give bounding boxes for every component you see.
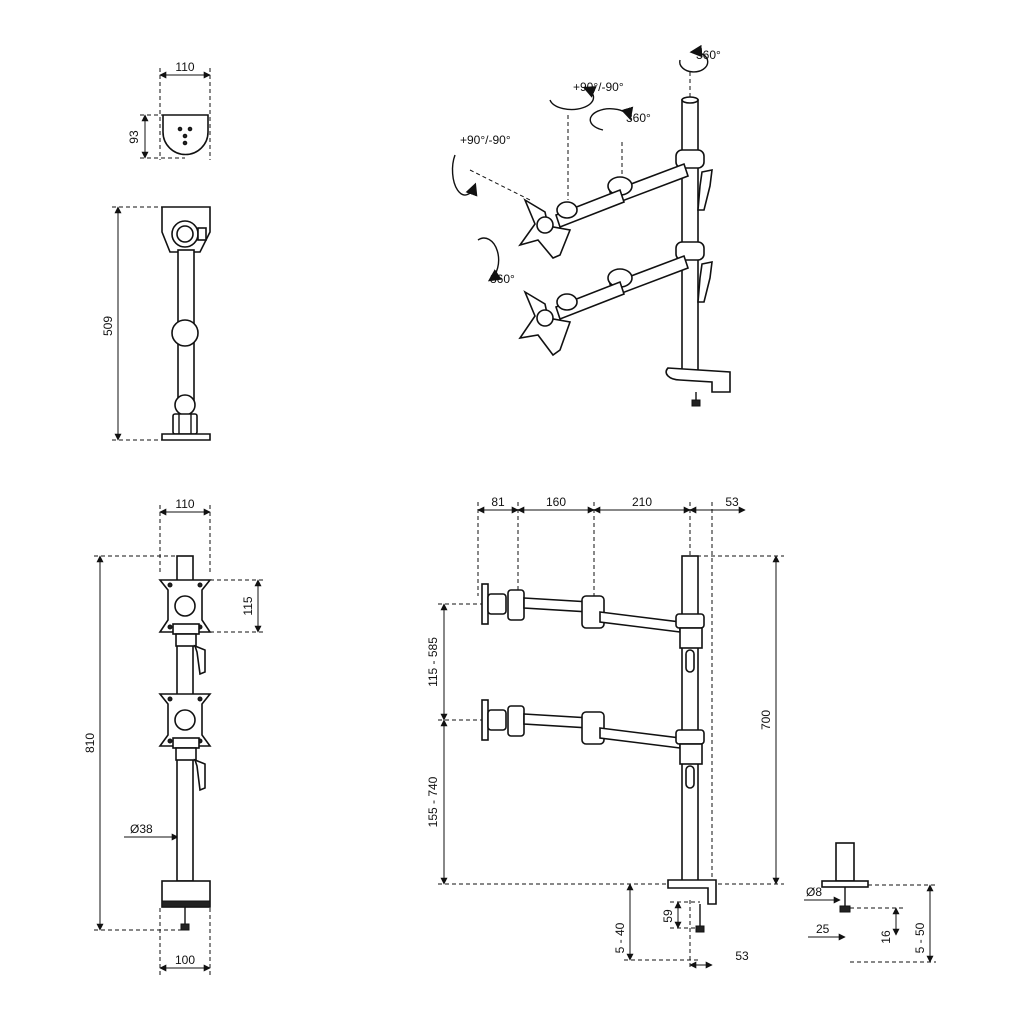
clamp-offset-label: 53 <box>735 949 749 963</box>
vesa-label: 115 <box>241 596 255 615</box>
front-view: 110 115 810 Ø38 100 <box>83 497 264 975</box>
total-height-label: 810 <box>83 733 97 753</box>
upper-range-label: 115 - 585 <box>426 637 440 687</box>
top-depth-label: 93 <box>127 130 141 144</box>
side-height-label: 509 <box>101 316 115 336</box>
seg-81-label: 81 <box>491 495 505 509</box>
isometric-view: 360° +90°/-90° 360° +90°/-90° 360° <box>451 44 731 407</box>
seg-210-label: 210 <box>632 495 652 509</box>
lower-range-label: 155 - 740 <box>426 776 440 827</box>
seg-160-label: 160 <box>546 495 566 509</box>
horizontal-tilt-label: +90°/-90° <box>460 133 511 147</box>
desk-range-label: 5 - 50 <box>913 922 927 953</box>
seg-53-top-label: 53 <box>725 495 739 509</box>
base-width-label: 100 <box>175 953 195 967</box>
top-view: 110 93 <box>127 60 211 160</box>
arm-rotation-label: 360° <box>626 111 651 125</box>
thickness-label: 16 <box>879 930 893 944</box>
profile-view: 81 160 210 53 115 - 585 155 - 740 700 5 … <box>426 495 784 970</box>
pole-rotation-label: 360° <box>696 48 721 62</box>
vertical-tilt-label: +90°/-90° <box>573 80 624 94</box>
plate-rotation-label: 360° <box>490 272 515 286</box>
clamp-range-label: 5 - 40 <box>613 922 627 953</box>
front-top-width-label: 110 <box>175 497 194 511</box>
side-view: 509 <box>101 206 211 441</box>
top-width-label: 110 <box>175 60 194 74</box>
pole-diameter-label: Ø38 <box>130 822 153 836</box>
washer-label: 25 <box>816 922 830 936</box>
bolt-diameter-label: Ø8 <box>806 885 822 899</box>
clamp-depth-label: 59 <box>661 909 675 923</box>
pole-height-label: 700 <box>759 710 773 730</box>
grommet-detail: Ø8 25 16 5 - 50 <box>804 842 936 963</box>
